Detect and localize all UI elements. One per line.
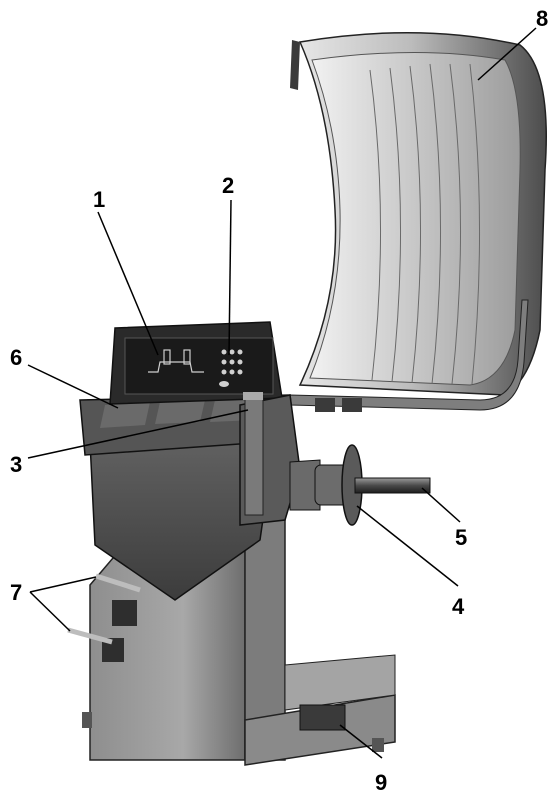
wheel-guard — [289, 31, 547, 412]
guard-ribs — [369, 63, 481, 385]
callout-6: 6 — [10, 345, 22, 370]
cone-holders — [67, 573, 141, 662]
spindle-assembly — [239, 392, 431, 526]
guard-hinge — [315, 398, 335, 412]
guard-tab — [290, 40, 300, 90]
callout-1: 1 — [93, 187, 105, 212]
control-panel — [109, 321, 283, 405]
callout-2: 2 — [222, 173, 234, 198]
foot — [372, 738, 384, 752]
keypad — [219, 349, 243, 387]
callout-9: 9 — [375, 770, 387, 795]
callout-8: 8 — [536, 6, 548, 31]
callout-7: 7 — [10, 580, 22, 605]
callout-4: 4 — [452, 594, 465, 619]
leader-lines — [27, 27, 537, 759]
guard-arm — [289, 299, 529, 411]
display-graphic — [148, 349, 204, 373]
callout-3: 3 — [10, 452, 22, 477]
callout-5: 5 — [455, 525, 467, 550]
foot — [82, 712, 92, 728]
weight-box — [299, 704, 346, 731]
guard-hinge — [342, 398, 362, 412]
measuring-arm — [244, 394, 264, 516]
callout-labels: 1 2 3 4 5 6 7 8 9 — [10, 6, 548, 795]
threaded-shaft — [354, 477, 431, 494]
